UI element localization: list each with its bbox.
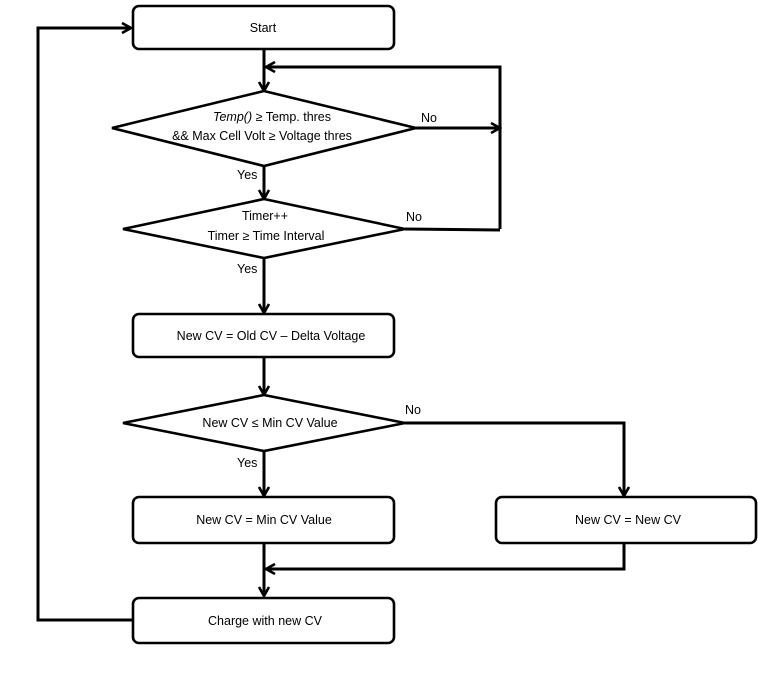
decision-temp-line2: && Max Cell Volt ≥ Voltage thres [172, 129, 352, 143]
temp-yes-label: Yes [237, 168, 257, 182]
edge-charge-back-to-start [36, 28, 133, 622]
decision-temp-line1: Temp() ≥ Temp. thres [213, 110, 331, 124]
min-yes-label: Yes [237, 456, 257, 470]
edge-timer-no [404, 227, 501, 232]
decision-min-cv-label: New CV ≤ Min CV Value [202, 416, 337, 430]
decision-timer: Timer++ Timer ≥ Time Interval [122, 197, 406, 260]
timer-no-label: No [406, 210, 422, 224]
temp-thres-label: ≥ Temp. thres [252, 110, 331, 124]
edge-setnew-to-merge [266, 543, 626, 569]
process-charge-label: Charge with new CV [208, 614, 323, 628]
decision-timer-line1: Timer++ [242, 209, 288, 223]
process-charge: Charge with new CV [131, 596, 396, 645]
edge-loop-top [266, 67, 502, 229]
decision-min-cv: New CV ≤ Min CV Value [122, 393, 406, 453]
process-new-cv: New CV = Old CV – Delta Voltage [131, 312, 396, 359]
edges [36, 28, 626, 622]
timer-yes-label: Yes [237, 262, 257, 276]
edge-min-no [405, 421, 624, 496]
process-set-new-label: New CV = New CV [575, 513, 682, 527]
temp-no-label: No [421, 111, 437, 125]
start-node: Start [131, 4, 396, 51]
decision-temp-voltage: Temp() ≥ Temp. thres && Max Cell Volt ≥ … [111, 89, 417, 168]
process-set-min-label: New CV = Min CV Value [196, 513, 332, 527]
process-new-cv-label: New CV = Old CV – Delta Voltage [177, 329, 366, 343]
min-no-label: No [405, 403, 421, 417]
process-set-new: New CV = New CV [494, 495, 758, 545]
process-set-min: New CV = Min CV Value [131, 495, 396, 545]
temp-func-label: Temp() [213, 110, 252, 124]
start-label: Start [250, 21, 277, 35]
decision-timer-line2: Timer ≥ Time Interval [208, 229, 325, 243]
